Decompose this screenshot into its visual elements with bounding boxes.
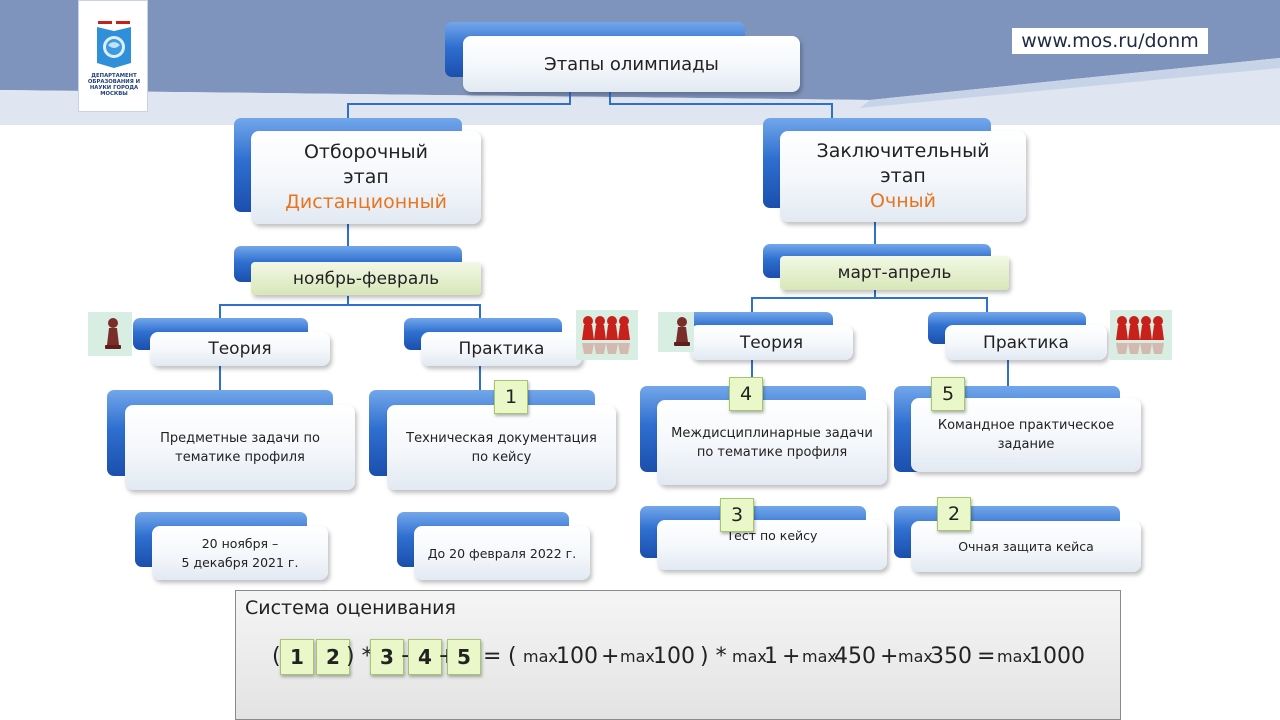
practice-left-label: Практика [458,339,545,359]
theory-left-task-node: Предметные задачи по тематике профиля [107,390,355,490]
period-left-node: ноябрь-февраль [234,246,481,296]
department-logo: ДЕПАРТАМЕНТ ОБРАЗОВАНИЯ И НАУКИ ГОРОДА М… [78,0,148,112]
theory-left-label: Теория [208,339,272,359]
theory-right-test-node: Тест по кейсу [640,506,887,570]
period-left-label: ноябрь-февраль [292,268,440,289]
formula-value-100a: 100 [556,644,598,669]
theory-right-node: Теория [673,312,853,360]
formula-badge-1: 1 [280,639,314,675]
theory-right-task-node: Междисциплинарные задачи по тематике про… [640,386,887,485]
formula-badge-2: 2 [316,639,350,675]
practice-left-date: До 20 февраля 2022 г. [427,545,577,561]
practice-right-label: Практика [983,332,1069,353]
site-url[interactable]: www.mos.ru/donm [1012,28,1208,54]
practice-left-date-node: До 20 февраля 2022 г. [397,512,590,580]
badge-practice-right-defense: 2 [937,497,971,531]
badge-theory-right-test: 3 [720,498,754,532]
formula-max-3: max [732,647,767,666]
scoring-title: Система оценивания [245,597,456,619]
formula-max-2: max [620,647,655,666]
stage-selection-format: Дистанционный [285,191,447,213]
formula-value-1: 1 [764,644,778,669]
scoring-panel: Система оценивания ( 1 + 2 ) * 3 + 4 + 5… [235,590,1121,720]
stage-selection-node: Отборочный этап Дистанционный [234,118,481,224]
formula-max-6: max [997,647,1032,666]
logo-caption: ДЕПАРТАМЕНТ ОБРАЗОВАНИЯ И НАУКИ ГОРОДА М… [87,73,141,97]
practice-right-task-text: Командное практическое задание [937,418,1115,452]
formula-equals: = [483,644,502,669]
theory-left-date-node: 20 ноября – 5 декабря 2021 г. [135,512,328,580]
stage-final-format: Очный [870,190,936,212]
stage-selection-title: Отборочный [303,141,429,163]
practice-right-defense-text: Очная защита кейса [958,539,1094,554]
practice-right-node: Практика [928,312,1107,360]
single-pawn-icon [658,312,694,352]
theory-left-node: Теория [133,318,330,368]
formula-badge-3: 3 [370,639,404,675]
formula-plus: + [601,644,620,669]
theory-right-task-text: Междисциплинарные задачи по тематике про… [671,425,873,460]
practice-left-task-text: Техническая документация по кейсу [406,430,597,465]
badge-practice-right-task: 5 [931,377,965,411]
badge-theory-right-task: 4 [729,377,763,411]
theory-left-date-line2: 5 декабря 2021 г. [181,555,299,570]
team-pawns-icon [576,310,638,360]
formula-badge-4: 4 [408,639,442,675]
formula-equals: = [977,644,996,669]
formula-max-1: max [523,647,558,666]
formula-value-1000: 1000 [1029,644,1085,669]
formula-max-4: max [802,647,837,666]
stage-final-node: Заключительный этап Очный [763,118,1026,222]
formula-value-450: 450 [834,644,876,669]
formula-open-paren: ( [272,644,281,669]
practice-right-defense-node: Очная защита кейса [894,506,1141,572]
formula-max-5: max [898,647,933,666]
team-pawns-icon [1110,310,1172,360]
theory-left-task-text: Предметные задачи по тематике профиля [160,430,320,465]
practice-left-task-node: Техническая документация по кейсу [369,390,616,490]
formula-value-100b: 100 [653,644,695,669]
theory-right-label: Теория [739,332,804,353]
stage-final-title: Заключительный [816,140,990,162]
formula-value-350: 350 [930,644,972,669]
single-pawn-icon [88,312,132,356]
formula-plus: + [782,644,801,669]
period-right-node: март-апрель [763,244,1009,290]
formula-plus: + [880,644,899,669]
theory-left-date-line1: 20 ноября – [201,536,279,551]
root-node: Этапы олимпиады [445,22,800,92]
stage-final-subtitle: этап [880,165,926,187]
root-title: Этапы олимпиады [544,53,719,75]
stage-selection-subtitle: этап [343,166,389,188]
badge-practice-left: 1 [494,380,528,414]
formula-badge-5: 5 [447,639,481,675]
formula-rhs-open: ( [508,644,517,669]
period-right-label: март-апрель [837,263,952,283]
formula-rhs-close: ) * [700,644,727,669]
practice-left-node: Практика [404,318,582,368]
formula-close-mult: ) * [346,644,373,669]
logo-emblem-icon [97,21,131,68]
connector-lines [219,92,1009,392]
